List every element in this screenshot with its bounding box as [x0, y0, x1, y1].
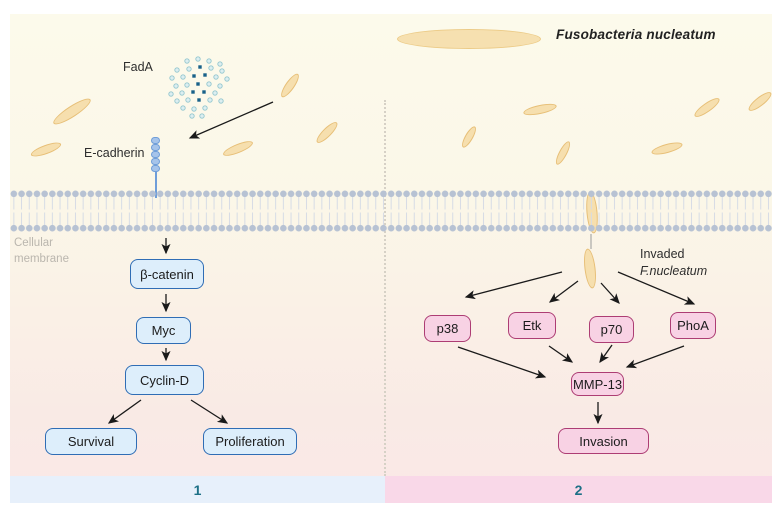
invaded-label-line2: F.nucleatum	[640, 263, 708, 278]
invaded-fnucleatum-label: Invaded F.nucleatum	[640, 246, 707, 280]
node-p38: p38	[424, 315, 471, 342]
arrow-invaded-to-etk	[548, 280, 579, 303]
arrow-bacterium-to-ecadherin	[188, 101, 274, 139]
cell-membrane-bilayer	[10, 189, 772, 233]
node-phoa: PhoA	[670, 312, 716, 339]
fada-label: FadA	[123, 60, 153, 74]
node-etk: Etk	[508, 312, 556, 339]
pathway1-number: 1	[193, 481, 202, 498]
cellular-membrane-label-line2: membrane	[14, 252, 69, 265]
bacterium-large-icon	[397, 29, 541, 49]
arrow-p70-to-mmp13	[599, 344, 613, 364]
panel-divider-dotted-line	[384, 100, 386, 476]
pathway1-band: 1	[10, 476, 385, 503]
invaded-label-line1: Invaded	[640, 247, 685, 261]
node-proliferation: Proliferation	[203, 428, 297, 455]
arrow-phoa-to-mmp13	[625, 345, 685, 369]
node-survival: Survival	[45, 428, 137, 455]
arrow-invaded-to-p38	[464, 271, 563, 300]
diagram-title: Fusobacteria nucleatum	[556, 27, 716, 42]
node-invasion: Invasion	[558, 428, 649, 454]
node-beta-catenin: β-catenin	[130, 259, 204, 289]
cellular-membrane-label: Cellular membrane	[14, 236, 69, 267]
pathway2-band: 2	[385, 476, 772, 503]
arrow-p38-to-mmp13	[457, 346, 547, 379]
node-mmp-13: MMP-13	[571, 372, 624, 396]
e-cadherin-label: E-cadherin	[84, 146, 145, 160]
arrow-cyclind-to-survival	[107, 399, 142, 424]
cellular-membrane-label-line1: Cellular	[14, 237, 53, 249]
arrow-invaded-to-p70	[600, 282, 620, 304]
arrow-etk-to-mmp13	[548, 345, 574, 363]
node-p70: p70	[589, 316, 634, 343]
arrow-cyclind-to-proliferation	[190, 399, 229, 424]
node-myc: Myc	[136, 317, 191, 344]
arrow-invaded-to-phoa	[617, 271, 696, 305]
pathway2-number: 2	[574, 481, 583, 498]
fada-protein-dots-icon	[168, 56, 230, 119]
background-gradient	[10, 14, 772, 503]
node-cyclin-d: Cyclin-D	[125, 365, 204, 395]
